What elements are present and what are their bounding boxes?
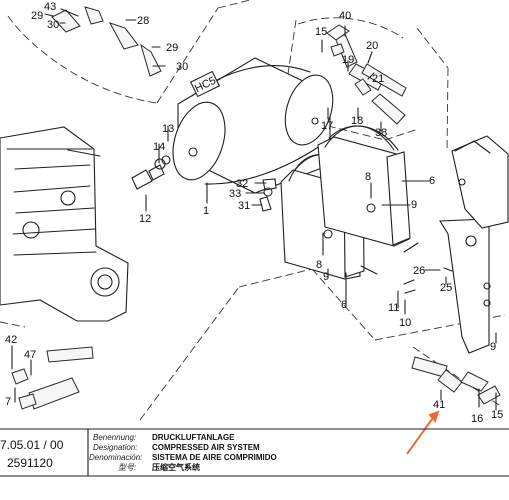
- callout-43: 43: [44, 1, 56, 13]
- callout-6-lower: 6: [341, 299, 347, 311]
- bottom-hoses: [11, 346, 501, 410]
- title-block: 7.05.01 / 00 2591120 Benennung: DRUCKLUF…: [0, 428, 509, 477]
- callout-38: 38: [375, 127, 387, 139]
- value-denominacion: SISTEMA DE AIRE COMPRIMIDO: [152, 453, 277, 462]
- highlight-arrow: [406, 410, 440, 455]
- callout-18: 18: [351, 115, 363, 127]
- callout-9-upper: 9: [411, 199, 417, 211]
- callout-30: 30: [47, 19, 59, 31]
- callouts: 43 29 30 28 29 30 40 15 20 19 21 17 18 3…: [5, 1, 503, 425]
- callout-11: 11: [388, 302, 399, 314]
- label-designation: Designation:: [93, 443, 137, 452]
- callout-12: 12: [139, 213, 151, 225]
- small-components: [131, 155, 453, 294]
- value-chinese: 压缩空气系统: [152, 462, 200, 472]
- callout-26: 26: [413, 265, 425, 277]
- callout-10: 10: [399, 317, 411, 329]
- callout-17: 17: [321, 120, 333, 132]
- callout-31: 31: [238, 200, 250, 212]
- callout-40: 40: [339, 10, 351, 22]
- callout-33: 33: [229, 188, 241, 200]
- callout-29-second: 29: [166, 42, 178, 54]
- callout-15: 15: [315, 26, 327, 38]
- callout-9-right: 9: [490, 341, 496, 353]
- callout-13: 13: [162, 123, 174, 135]
- callout-47: 47: [24, 349, 36, 361]
- callout-25: 25: [440, 282, 452, 294]
- value-benennung: DRUCKLUFTANLAGE: [152, 433, 235, 442]
- value-designation: COMPRESSED AIR SYSTEM: [152, 443, 260, 452]
- callout-6-upper: 6: [429, 175, 435, 187]
- label-chinese: 型号:: [118, 463, 136, 472]
- callout-8-upper: 8: [365, 171, 371, 183]
- callout-7: 7: [5, 396, 11, 408]
- label-denominacion: Denominación:: [89, 453, 142, 462]
- document-code-top: 7.05.01 / 00: [0, 438, 64, 452]
- callout-20: 20: [366, 40, 378, 52]
- top-hoses: [51, 6, 407, 125]
- label-benennung: Benennung:: [93, 433, 136, 442]
- callout-9-lower: 9: [323, 271, 329, 283]
- callout-1: 1: [203, 205, 209, 217]
- callout-8-lower: 8: [316, 259, 322, 271]
- callout-16: 16: [471, 413, 483, 425]
- callout-30-second: 30: [176, 61, 188, 73]
- engine-sketch: [0, 126, 129, 322]
- callout-19: 19: [342, 54, 354, 66]
- callout-21: 21: [372, 73, 384, 85]
- callout-15-bottom: 15: [491, 409, 503, 421]
- frame-bracket: [439, 135, 509, 354]
- document-code-bottom: 2591120: [7, 456, 53, 470]
- assembly-label-hc5: HC5: [189, 70, 221, 98]
- air-tank-assembly: [172, 57, 334, 194]
- callout-32: 32: [236, 178, 248, 190]
- callout-28: 28: [137, 15, 149, 27]
- leader-lines: [11, 8, 497, 411]
- callout-41: 41: [433, 399, 445, 411]
- callout-29: 29: [31, 10, 43, 22]
- callout-42: 42: [5, 334, 17, 346]
- mounting-brackets: [280, 125, 411, 280]
- callout-14: 14: [153, 141, 165, 153]
